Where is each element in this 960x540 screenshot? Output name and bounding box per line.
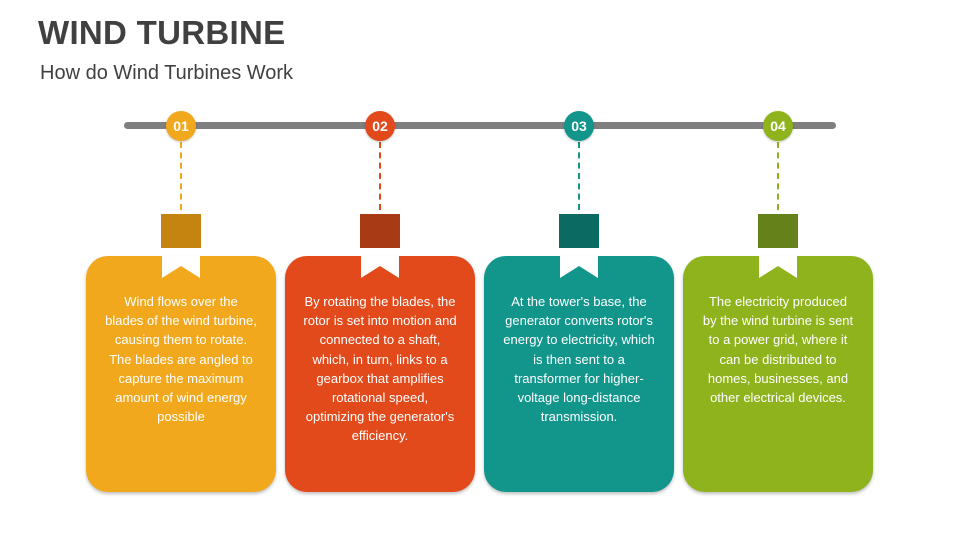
step-description: Wind flows over the blades of the wind t… (105, 294, 257, 425)
step-card: By rotating the blades, the rotor is set… (285, 256, 475, 492)
ribbon-icon (559, 214, 599, 278)
ribbon-icon (360, 214, 400, 278)
step-connector (379, 142, 381, 210)
step-number-badge: 01 (166, 111, 196, 141)
ribbon-icon (758, 214, 798, 278)
step-connector (777, 142, 779, 210)
step-4: 04 The electricity produced by the wind … (683, 0, 873, 540)
step-description: By rotating the blades, the rotor is set… (303, 294, 457, 444)
step-number-badge: 03 (564, 111, 594, 141)
step-3: 03 At the tower's base, the generator co… (484, 0, 674, 540)
step-description: At the tower's base, the generator conve… (503, 294, 655, 425)
timeline-bar (124, 122, 836, 129)
step-number-badge: 02 (365, 111, 395, 141)
page-title: WIND TURBINE (38, 14, 286, 51)
step-connector (578, 142, 580, 210)
step-card: Wind flows over the blades of the wind t… (86, 256, 276, 492)
page-subtitle: How do Wind Turbines Work (40, 62, 294, 84)
step-connector (180, 142, 182, 210)
step-1: 01 Wind flows over the blades of the win… (86, 0, 276, 540)
step-card: At the tower's base, the generator conve… (484, 256, 674, 492)
step-number-badge: 04 (763, 111, 793, 141)
step-2: 02 By rotating the blades, the rotor is … (285, 0, 475, 540)
step-card: The electricity produced by the wind tur… (683, 256, 873, 492)
ribbon-icon (161, 214, 201, 278)
step-description: The electricity produced by the wind tur… (702, 294, 854, 406)
